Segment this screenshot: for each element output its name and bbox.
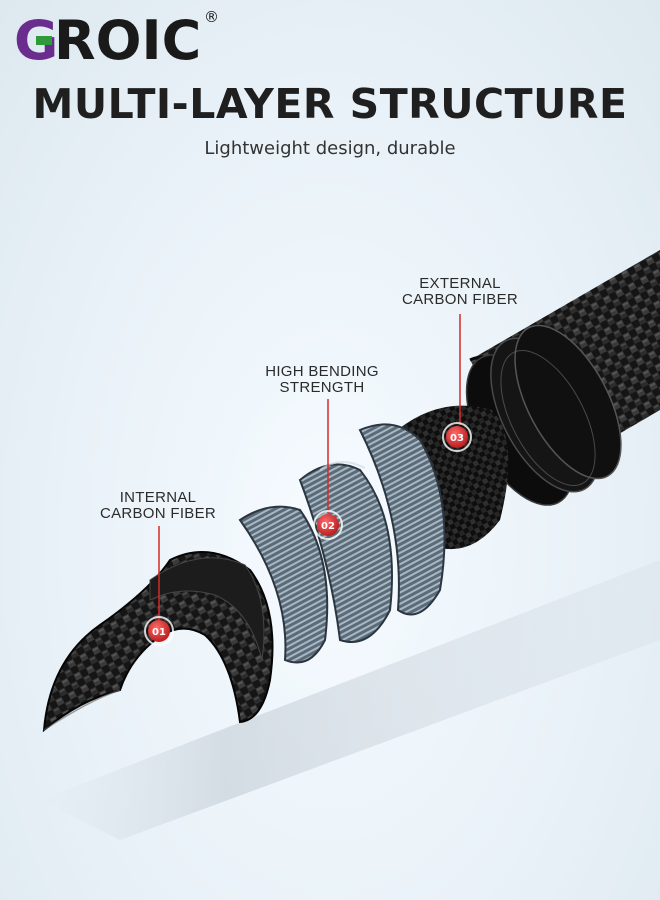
page-title: MULTI-LAYER STRUCTURE — [32, 80, 628, 128]
marker-01: 01 — [144, 616, 174, 646]
marker-01-number: 01 — [152, 627, 166, 638]
ring-bands — [465, 324, 622, 506]
rod-shadow — [40, 560, 660, 840]
label-internal-line2: CARBON FIBER — [99, 505, 217, 522]
internal-carbon-sheet — [42, 551, 274, 733]
marker-02-number: 02 — [321, 521, 335, 532]
label-external-carbon-fiber: EXTERNAL CARBON FIBER — [390, 276, 530, 308]
marker-03: 03 — [442, 422, 472, 452]
inner-roll — [149, 557, 265, 661]
logo-green-accent — [36, 36, 52, 45]
marker-03-number: 03 — [450, 433, 464, 444]
logo-letters-roic: ROIC — [54, 9, 201, 68]
label-bending-line1: HIGH BENDING — [265, 363, 379, 380]
steel-spiral-layer — [238, 423, 446, 664]
label-external-line2: CARBON FIBER — [401, 291, 519, 308]
label-internal-line1: INTERNAL — [119, 489, 197, 506]
page-subtitle: Lightweight design, durable — [204, 138, 456, 159]
marker-02: 02 — [313, 510, 343, 540]
internal-carbon-sheet-edge — [43, 689, 121, 731]
label-internal-carbon-fiber: INTERNAL CARBON FIBER — [88, 490, 228, 522]
label-high-bending-strength: HIGH BENDING STRENGTH — [252, 364, 392, 396]
callout-lines — [158, 314, 461, 620]
registered-mark: ® — [204, 8, 219, 26]
groic-logo: G ROIC ® — [14, 8, 219, 68]
label-external-line1: EXTERNAL — [419, 275, 501, 292]
label-bending-line2: STRENGTH — [279, 379, 365, 396]
